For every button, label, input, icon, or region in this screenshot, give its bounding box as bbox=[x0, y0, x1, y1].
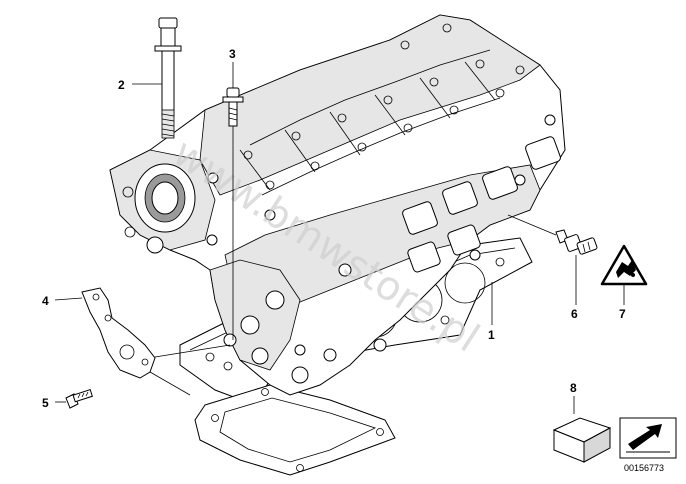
box-icon bbox=[552, 417, 612, 463]
callout-4: 4 bbox=[42, 294, 49, 308]
callout-3: 3 bbox=[229, 47, 236, 61]
callout-5: 5 bbox=[42, 396, 49, 410]
callout-2: 2 bbox=[118, 78, 125, 92]
image-number: 00156773 bbox=[624, 463, 664, 473]
part-4-bracket bbox=[81, 287, 156, 379]
part-5-screw bbox=[65, 388, 93, 409]
callout-1: 1 bbox=[488, 328, 495, 342]
arrow-icon bbox=[619, 417, 677, 459]
warning-triangle-icon bbox=[600, 244, 648, 286]
callout-7: 7 bbox=[619, 307, 626, 321]
part-2-head-bolt bbox=[154, 17, 182, 139]
callout-8: 8 bbox=[570, 381, 577, 395]
cylinder-head bbox=[109, 14, 566, 396]
part-3-bolt bbox=[222, 87, 244, 127]
lower-gasket bbox=[194, 384, 396, 476]
callout-6: 6 bbox=[571, 307, 578, 321]
part-6-sensor bbox=[555, 229, 598, 255]
